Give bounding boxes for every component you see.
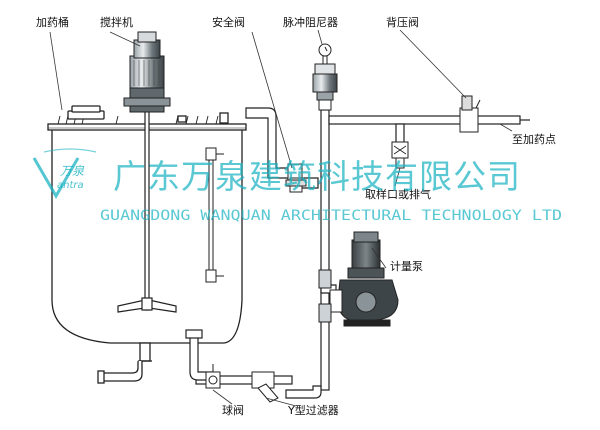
ball-valve bbox=[205, 364, 221, 389]
logo-text: 万泉 bbox=[60, 164, 85, 178]
pulsation-damper bbox=[312, 43, 338, 111]
watermark-company-cn: 广东万泉建筑科技有限公司 bbox=[113, 157, 521, 196]
y-strainer bbox=[251, 371, 279, 403]
safety-valve bbox=[285, 163, 307, 193]
label-back-pressure-valve: 背压阀 bbox=[386, 15, 419, 29]
label-pulsation-damper: 脉冲阻尼器 bbox=[283, 15, 338, 29]
label-safety-valve: 安全阀 bbox=[212, 15, 245, 29]
metering-pump bbox=[329, 231, 399, 327]
piping bbox=[185, 107, 530, 399]
company-logo: 万泉 antra bbox=[32, 148, 97, 199]
leader-lines bbox=[49, 29, 513, 407]
label-y-strainer: Y型过滤器 bbox=[287, 403, 339, 417]
watermark: 万泉 antra 广东万泉建筑科技有限公司 GUANGDONG WANQUAN … bbox=[32, 148, 562, 224]
check-valves bbox=[318, 269, 332, 323]
label-agitator: 搅拌机 bbox=[100, 15, 133, 29]
back-pressure-valve bbox=[459, 95, 481, 133]
watermark-company-en: GUANGDONG WANQUAN ARCHITECTURAL TECHNOLO… bbox=[100, 208, 562, 224]
sampling-valve bbox=[391, 141, 409, 169]
level-gauge bbox=[205, 147, 224, 283]
logo-subtext: antra bbox=[57, 180, 84, 191]
label-sampling-exhaust: 取样口或排气 bbox=[365, 187, 431, 201]
label-ball-valve: 球阀 bbox=[222, 403, 244, 417]
label-to-dosing-point: 至加药点 bbox=[512, 133, 556, 146]
agitator-shaft bbox=[117, 99, 177, 313]
agitator-motor bbox=[123, 31, 171, 113]
label-dosing-tank: 加药桶 bbox=[36, 15, 69, 29]
label-metering-pump: 计量泵 bbox=[390, 260, 423, 273]
